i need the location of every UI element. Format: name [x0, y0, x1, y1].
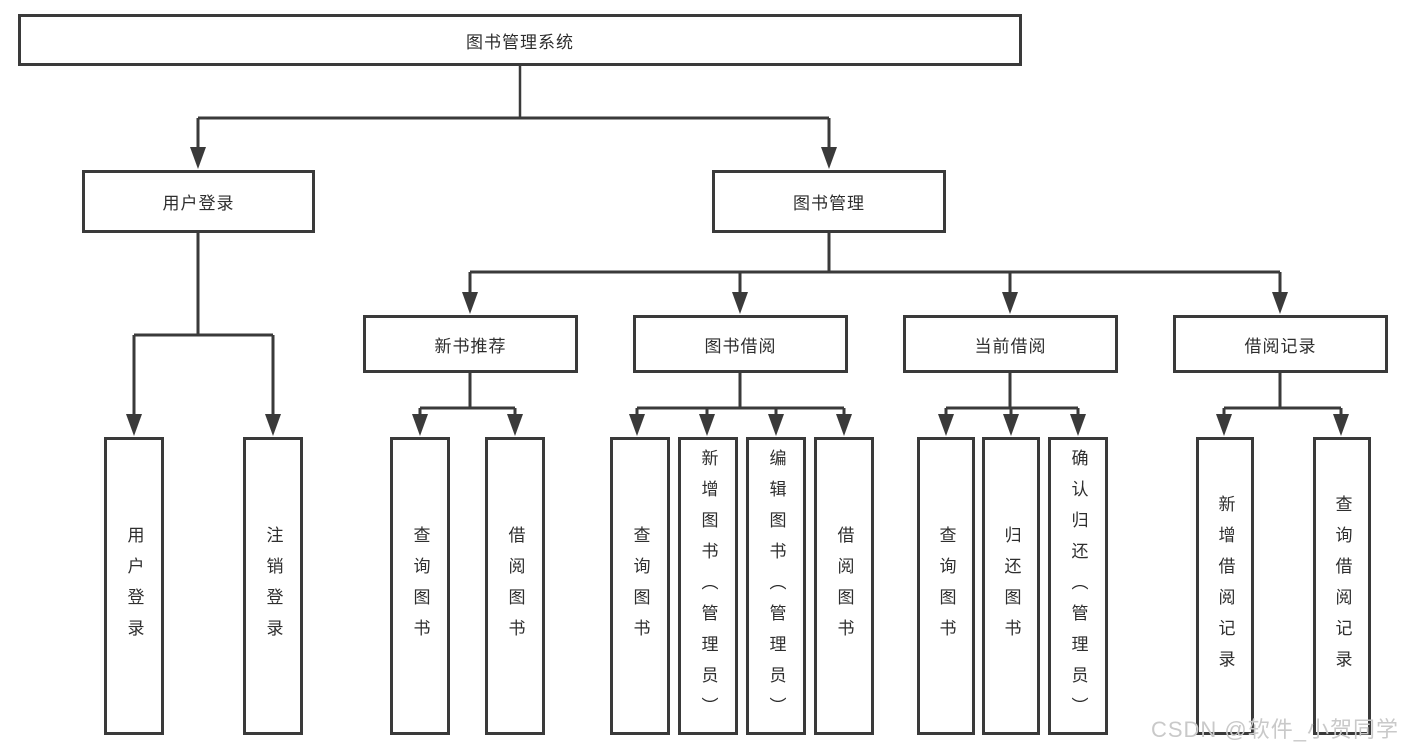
leaf-user-login: 用户登录: [104, 437, 164, 735]
leaf-query-books-recommend: 查询图书: [390, 437, 450, 735]
leaf-add-book-admin: 新增图书（管理员）: [678, 437, 738, 735]
node-user-login: 用户登录: [82, 170, 315, 233]
leaf-borrow-books: 借阅图书: [814, 437, 874, 735]
node-book-management: 图书管理: [712, 170, 946, 233]
leaf-query-books-borrow: 查询图书: [610, 437, 670, 735]
leaf-query-borrow-record: 查询借阅记录: [1313, 437, 1371, 735]
node-borrow-records: 借阅记录: [1173, 315, 1388, 373]
leaf-edit-book-admin: 编辑图书（管理员）: [746, 437, 806, 735]
leaf-return-books: 归还图书: [982, 437, 1040, 735]
node-current-borrow: 当前借阅: [903, 315, 1118, 373]
leaf-confirm-return-admin: 确认归还（管理员）: [1048, 437, 1108, 735]
leaf-add-borrow-record: 新增借阅记录: [1196, 437, 1254, 735]
node-new-book-recommend: 新书推荐: [363, 315, 578, 373]
node-root: 图书管理系统: [18, 14, 1022, 66]
csdn-watermark: CSDN @软件_小贺同学: [1150, 717, 1399, 742]
leaf-logout: 注销登录: [243, 437, 303, 735]
leaf-query-books-current: 查询图书: [917, 437, 975, 735]
node-book-borrow: 图书借阅: [633, 315, 848, 373]
leaf-borrow-books-recommend: 借阅图书: [485, 437, 545, 735]
